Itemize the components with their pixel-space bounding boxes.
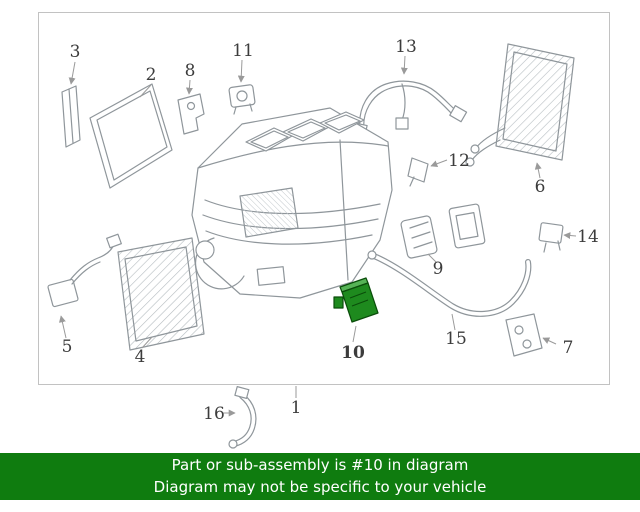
part-15-tube: [367, 250, 532, 317]
callout-4: 4: [135, 347, 146, 367]
part-13-harness: [350, 80, 468, 138]
part-8-bracket: [177, 93, 205, 135]
diagram-frame: [38, 12, 610, 385]
callout-10: 10: [341, 343, 365, 363]
callout-15: 15: [445, 329, 467, 349]
callout-7: 7: [563, 338, 574, 358]
highlight-banner: Part or sub-assembly is #10 in diagram D…: [0, 453, 640, 500]
part-9-actuators: [400, 203, 486, 259]
callout-5: 5: [62, 337, 73, 357]
callout-11: 11: [232, 41, 254, 61]
callout-6: 6: [535, 177, 546, 197]
callout-8: 8: [185, 61, 196, 81]
callout-13: 13: [395, 37, 417, 57]
callout-1: 1: [291, 398, 302, 418]
callout-9: 9: [433, 259, 444, 279]
part-1-hvac-case: [191, 107, 393, 299]
part-4-evaporator-core: [117, 237, 205, 351]
part-5-thermistor: [47, 233, 122, 308]
callout-16: 16: [203, 404, 225, 424]
part-14-sensor: [538, 222, 564, 253]
callout-leaders: [58, 55, 577, 417]
part-7-bracket: [505, 313, 543, 357]
part-6-heater-core: [465, 43, 575, 167]
banner-line1: Part or sub-assembly is #10 in diagram: [171, 455, 469, 474]
part-11-actuator: [228, 84, 256, 115]
part-12-clip: [407, 157, 429, 187]
callout-14: 14: [577, 227, 599, 247]
callout-12: 12: [448, 151, 470, 171]
part-3-seal-strip: [61, 85, 81, 148]
part-10-highlighted-module: [333, 277, 379, 323]
part-2-filter-cover: [89, 83, 173, 189]
part-16-drain-tube: [228, 385, 257, 449]
callout-2: 2: [146, 65, 157, 85]
callout-3: 3: [70, 42, 81, 62]
banner-line2: Diagram may not be specific to your vehi…: [153, 477, 487, 496]
